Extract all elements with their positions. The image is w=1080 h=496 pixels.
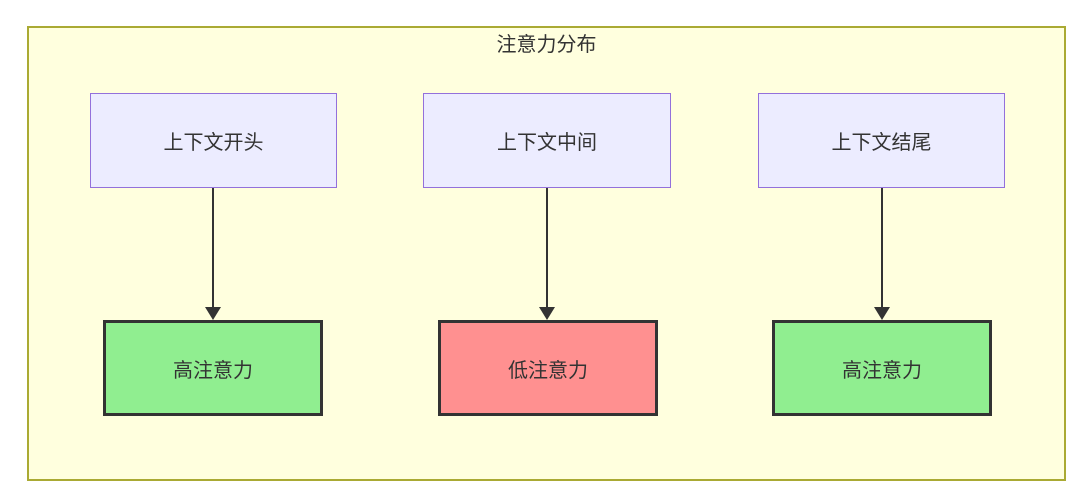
arrowhead-down-icon [874, 307, 890, 320]
edge-end-to-high-attention [874, 188, 890, 320]
node-context-middle: 上下文中间 [423, 93, 671, 188]
arrowhead-down-icon [539, 307, 555, 320]
edge-line [546, 188, 548, 309]
node-low-attention-middle-label: 低注意力 [508, 359, 588, 382]
edge-line [212, 188, 214, 309]
cluster-title: 注意力分布 [496, 34, 597, 56]
edge-middle-to-low-attention [539, 188, 555, 320]
node-context-start-label: 上下文开头 [163, 132, 264, 154]
edge-line [881, 188, 883, 309]
node-high-attention-start: 高注意力 [103, 320, 323, 416]
node-context-end-label: 上下文结尾 [831, 132, 932, 154]
edge-start-to-high-attention [205, 188, 221, 320]
node-high-attention-end-label: 高注意力 [842, 359, 922, 382]
node-low-attention-middle: 低注意力 [438, 320, 658, 416]
node-high-attention-start-label: 高注意力 [173, 359, 253, 382]
node-context-end: 上下文结尾 [758, 93, 1005, 188]
node-high-attention-end: 高注意力 [772, 320, 992, 416]
node-context-start: 上下文开头 [90, 93, 337, 188]
arrowhead-down-icon [205, 307, 221, 320]
node-context-middle-label: 上下文中间 [497, 132, 597, 154]
